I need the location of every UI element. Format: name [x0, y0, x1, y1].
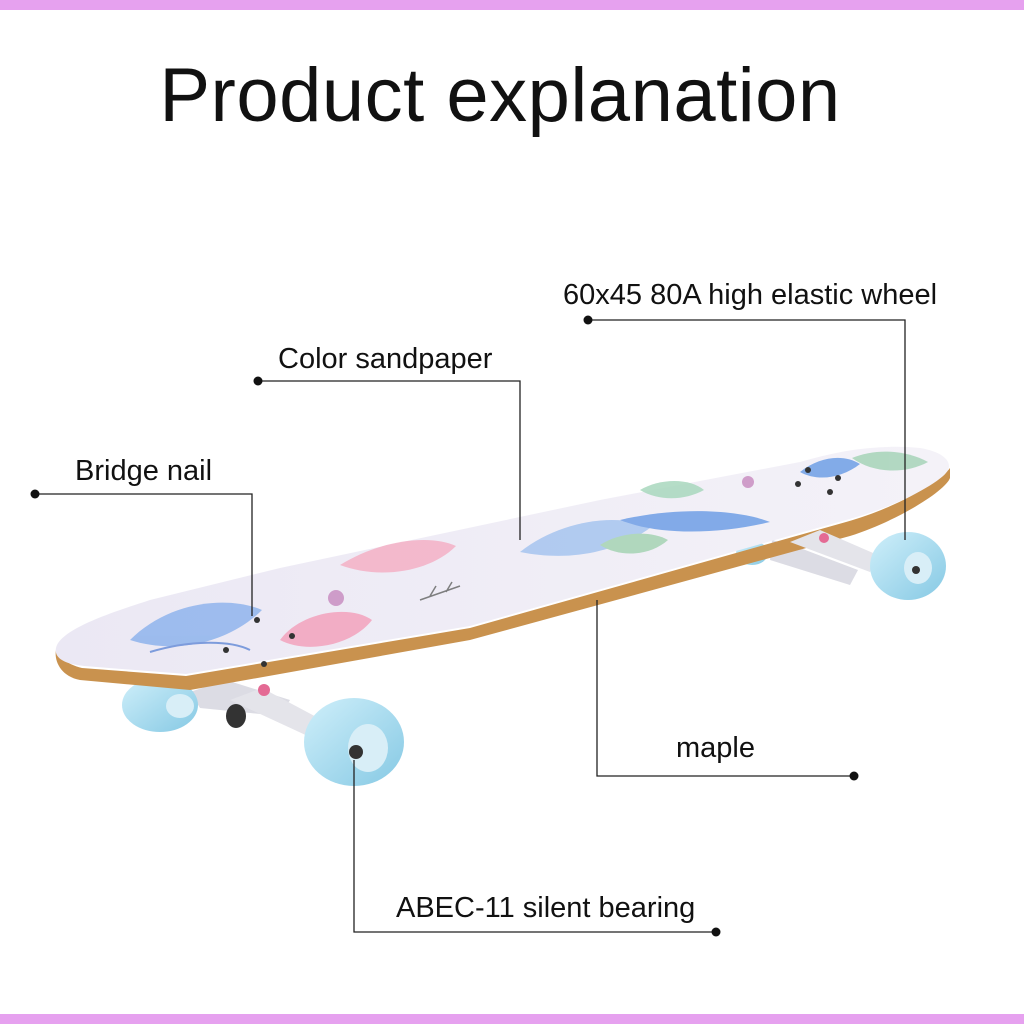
leader-line-bearing: [353, 760, 716, 933]
callout-endpoints: [30, 315, 859, 937]
callout-bridge-nail: Bridge nail: [75, 455, 213, 487]
callout-wheel: 60x45 80A high elastic wheel: [563, 279, 938, 311]
leader-line-maple: [596, 600, 854, 777]
rear-near-wheel: [790, 530, 946, 600]
leader-line-sandpaper: [258, 380, 521, 540]
top-color-band: [0, 0, 1024, 10]
bottom-color-band: [0, 1014, 1024, 1024]
callout-leader-lines: [35, 319, 906, 933]
bridge-nail-dots: [223, 467, 841, 667]
front-near-wheel: [226, 684, 404, 786]
callout-color-sandpaper: Color sandpaper: [278, 343, 493, 375]
endpoint-bearing: [711, 927, 721, 937]
callout-maple: maple: [676, 732, 755, 764]
callout-bearing: ABEC-11 silent bearing: [396, 892, 696, 924]
deck-top: [55, 446, 949, 674]
page-title: Product explanation: [159, 53, 841, 138]
endpoint-sandpaper: [253, 376, 263, 386]
leader-line-nail: [35, 493, 253, 616]
leader-line-wheel: [588, 319, 906, 540]
endpoint-maple: [849, 771, 859, 781]
endpoint-nail: [30, 489, 40, 499]
endpoint-wheel: [583, 315, 593, 325]
deck-feather-graphics: [130, 451, 928, 653]
